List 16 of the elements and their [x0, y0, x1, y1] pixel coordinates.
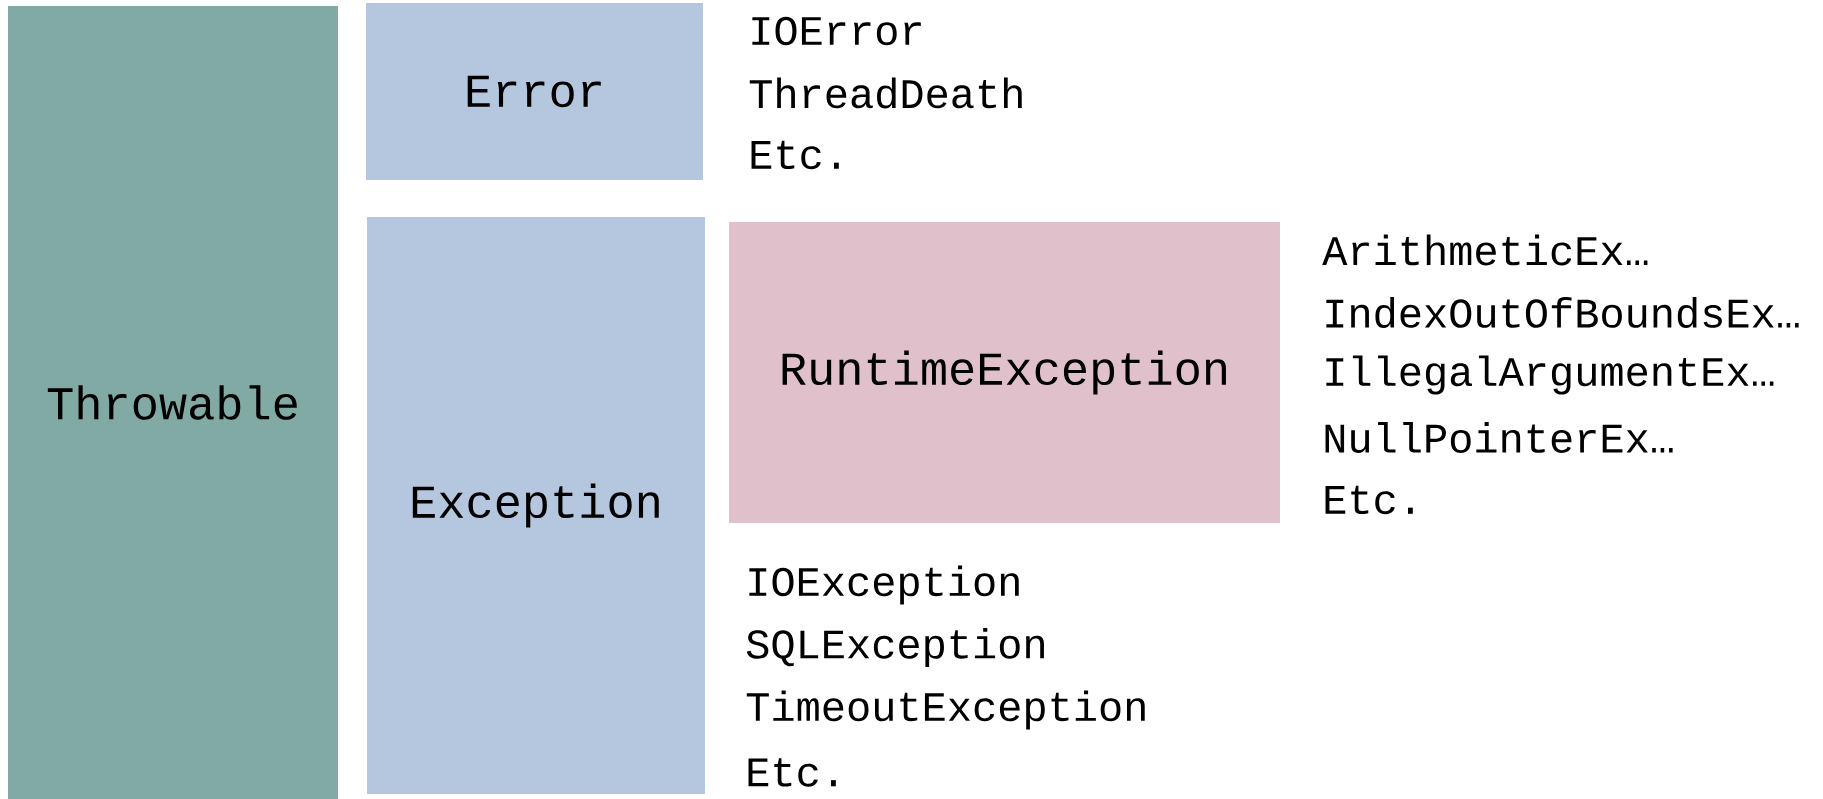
subclass-name: Etc.: [751, 140, 839, 170]
subclass-name: TimeoutException: [746, 690, 1145, 730]
subclass-name: IOError: [752, 16, 921, 46]
subclass-name: Etc.: [1325, 485, 1413, 515]
subclass-name: IndexOutOfBoundsEx…: [1326, 297, 1799, 328]
subclass-name: NullPointerEx…: [1325, 422, 1673, 453]
subclass-name: SQLException: [746, 627, 1044, 668]
class-box: Throwable: [8, 6, 338, 799]
subclass-name: ThreadDeath: [749, 77, 1022, 109]
subclass-name: IllegalArgumentEx…: [1326, 355, 1774, 395]
class-box: RuntimeException: [729, 222, 1280, 523]
class-box: Error: [366, 3, 703, 180]
subclass-name: IOException: [749, 565, 1019, 605]
subclass-name: Etc.: [748, 758, 836, 787]
class-box: Exception: [367, 217, 705, 794]
subclass-name: ArithmeticEx…: [1322, 234, 1648, 266]
